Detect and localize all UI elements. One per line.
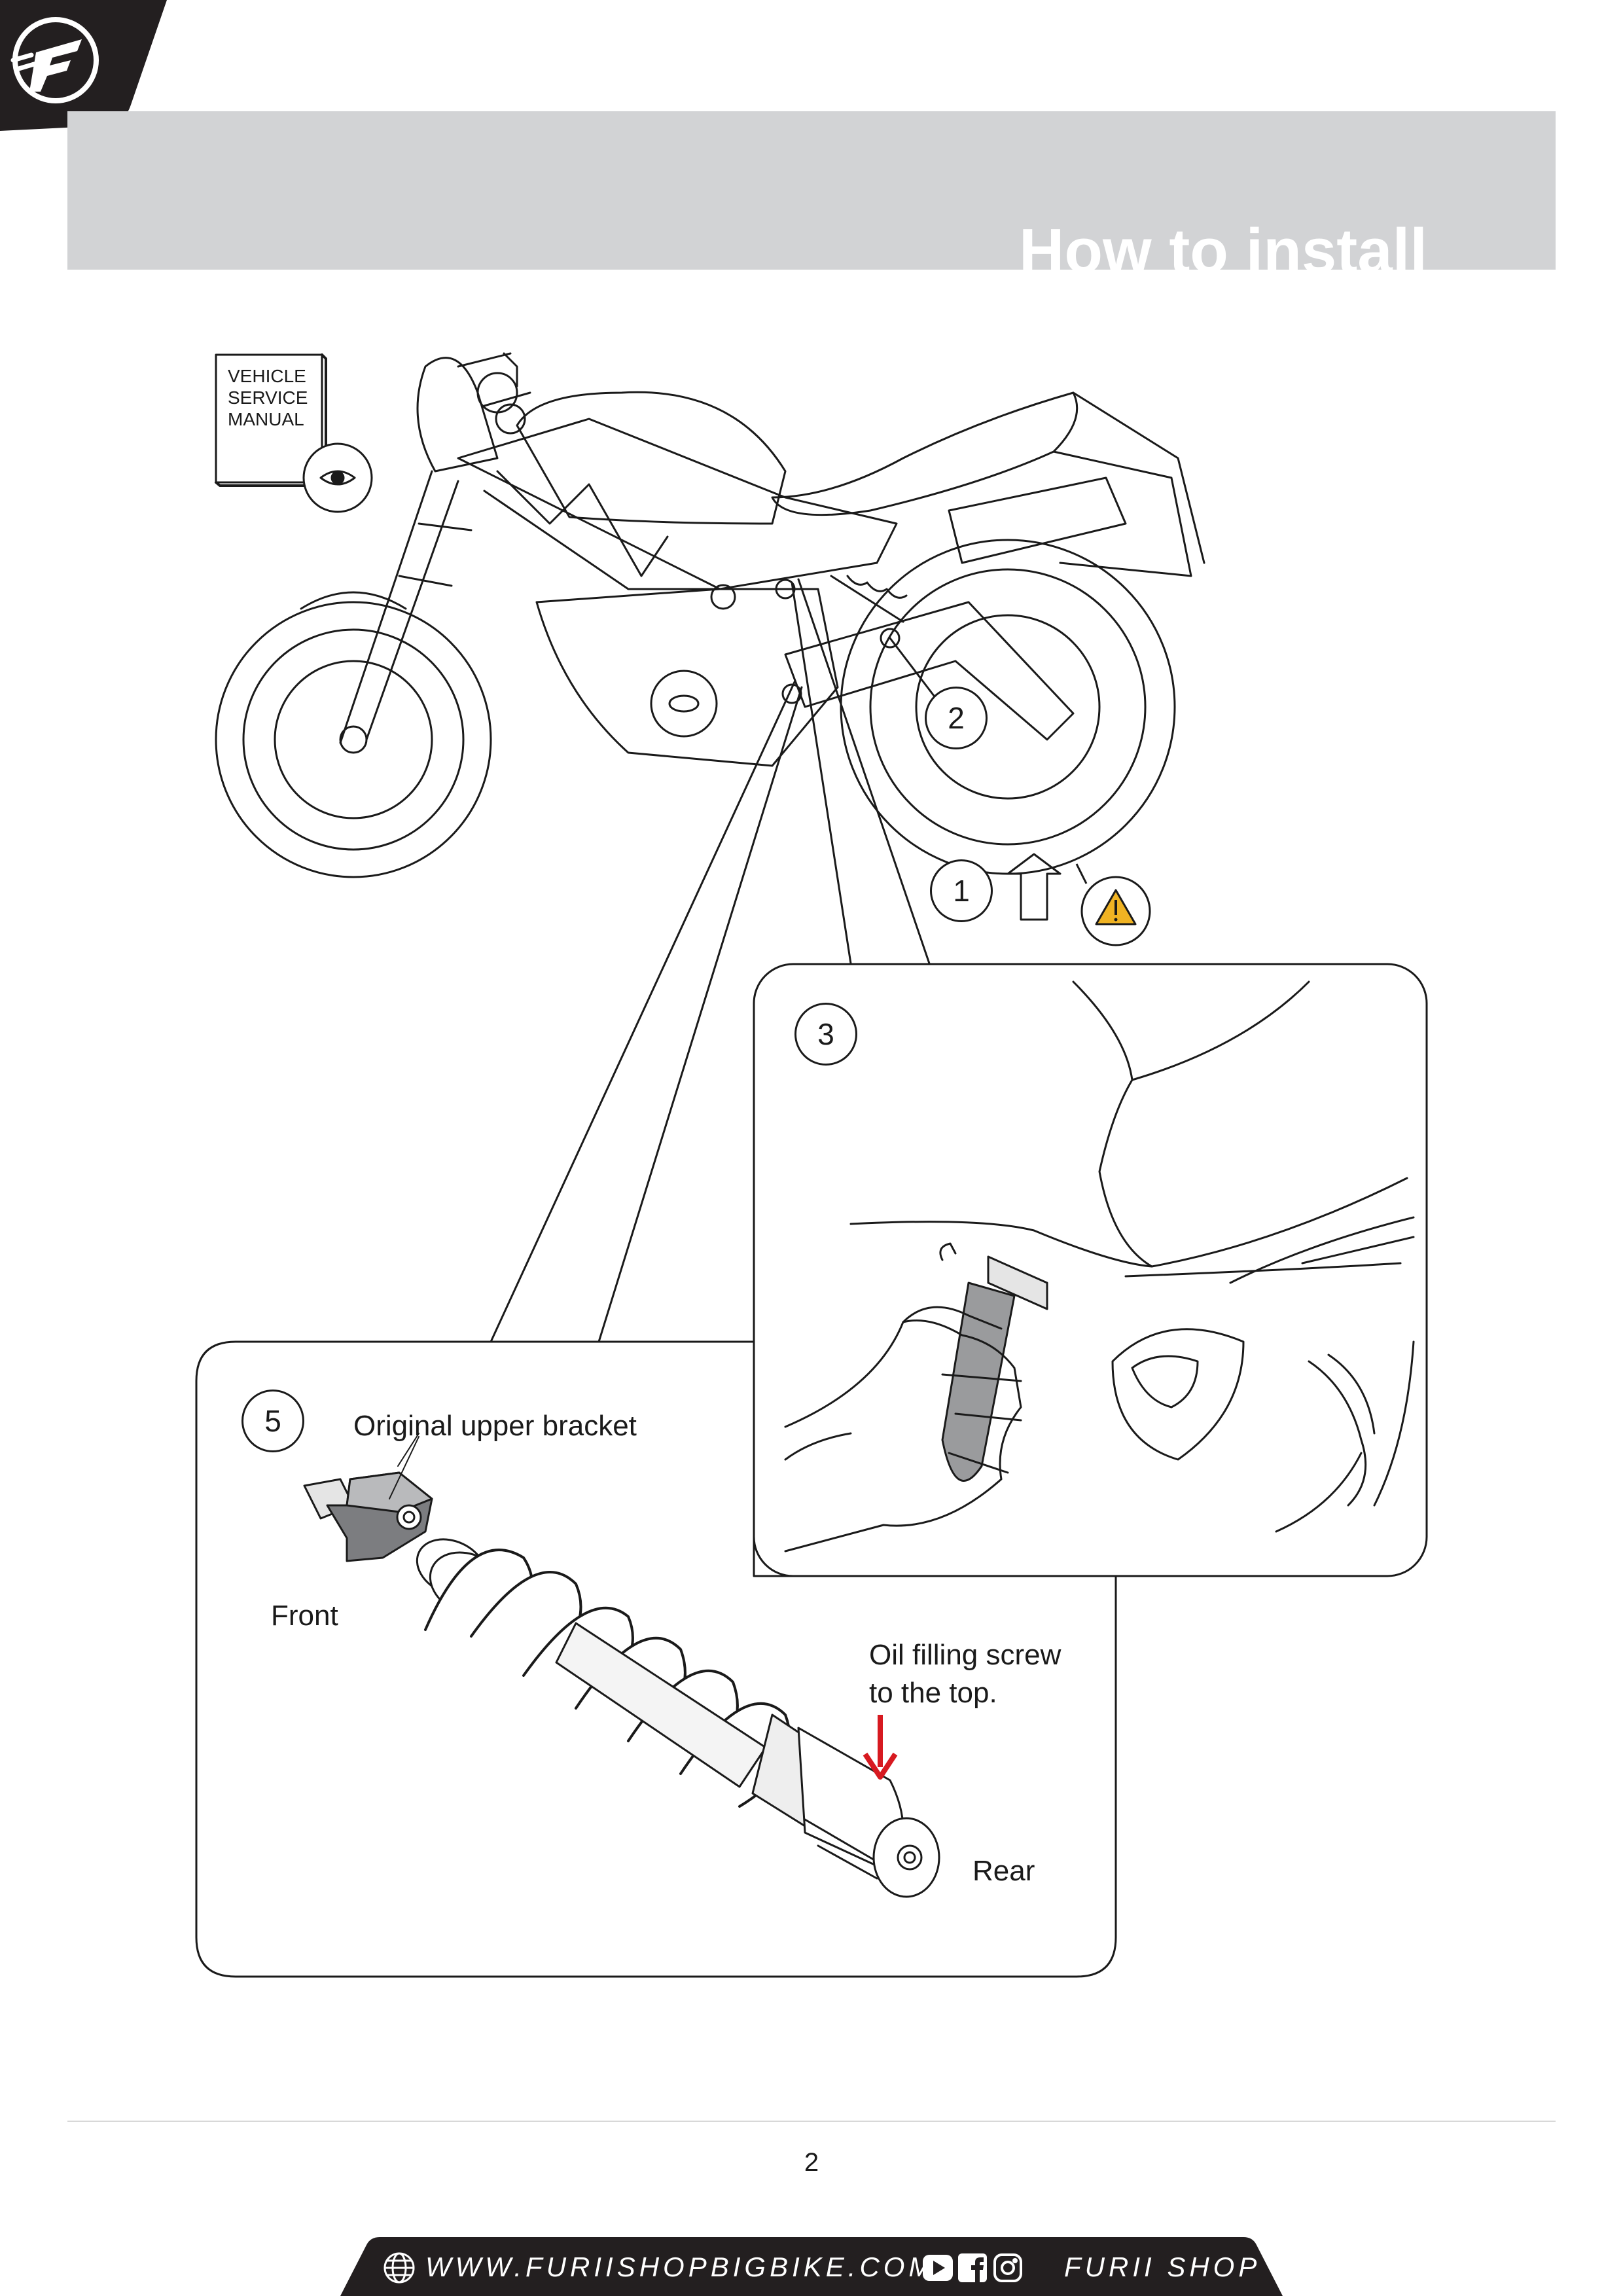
step-3-badge: 3 — [794, 1003, 857, 1066]
oil-filling-arrow-icon — [863, 1715, 898, 1780]
page-number: 2 — [804, 2148, 819, 2177]
manual-line-1: VEHICLE — [228, 366, 306, 386]
rear-label: Rear — [972, 1855, 1035, 1887]
brand-logo-icon — [0, 0, 167, 131]
warning-icon — [1075, 863, 1151, 946]
eye-icon — [319, 470, 356, 486]
globe-icon — [383, 2252, 415, 2284]
wrench-hand-illustration — [784, 980, 1415, 1552]
header-band: How to install — [67, 111, 1556, 270]
footer-bar — [340, 2237, 1283, 2296]
up-arrow-icon — [1007, 853, 1061, 921]
motorcycle-illustration — [215, 352, 1205, 1343]
oil-filling-label-line2: to the top. — [869, 1677, 997, 1709]
footer-shop-name: FURII SHOP — [1064, 2251, 1261, 2282]
detail-panel-3 — [753, 963, 1428, 1577]
footer-divider — [67, 2121, 1556, 2122]
footer-website: WWW.FURIISHOPBIGBIKE.COM — [425, 2251, 936, 2282]
upper-bracket-label: Original upper bracket — [353, 1410, 637, 1442]
youtube-icon — [923, 2255, 953, 2281]
instagram-icon — [993, 2253, 1022, 2282]
step-5-badge: 5 — [241, 1390, 304, 1452]
page-title: How to install — [1019, 216, 1427, 270]
step-1-badge: 1 — [930, 859, 993, 922]
step-2-badge: 2 — [925, 687, 988, 749]
shock-absorber-illustration — [303, 1433, 940, 1898]
service-manual-label: VEHICLE SERVICE MANUAL — [228, 365, 308, 430]
facebook-icon — [958, 2253, 987, 2282]
front-label: Front — [271, 1600, 338, 1632]
oil-filling-label-line1: Oil filling screw — [869, 1639, 1061, 1671]
manual-line-2: SERVICE — [228, 387, 308, 408]
manual-line-3: MANUAL — [228, 409, 304, 429]
service-manual-icon — [215, 353, 373, 513]
